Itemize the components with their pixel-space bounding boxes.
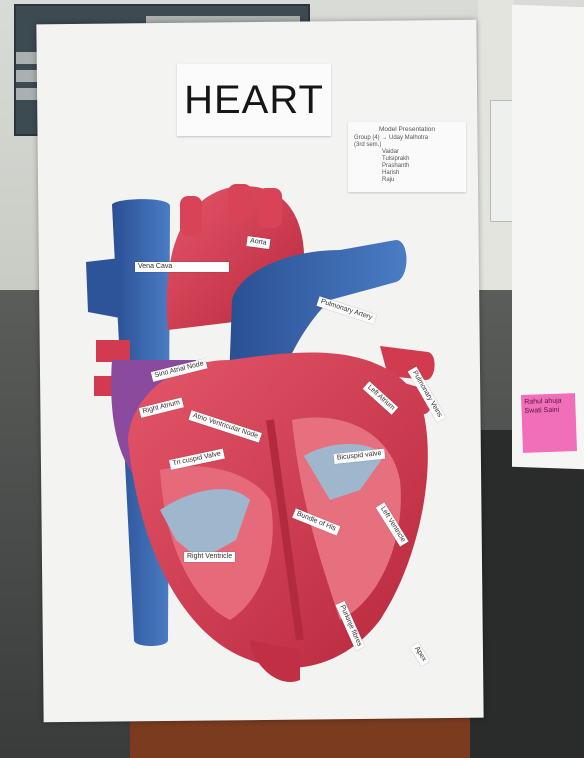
info-member: Vaidar	[354, 149, 460, 156]
info-member: Raju	[354, 177, 460, 184]
info-member: Tulsiprakh	[354, 156, 460, 163]
info-group-line: Group (4) → Uday Malhotra	[354, 135, 460, 142]
info-subtitle: (3rd sem.)	[354, 142, 460, 149]
label-vena-cava: Vena Cava	[135, 262, 229, 272]
title-card: HEART	[177, 64, 331, 136]
group-info-card: Model Presentation Group (4) → Uday Malh…	[348, 122, 466, 192]
label-right-ventricle: Right Ventricle	[184, 552, 235, 562]
info-member: Harish	[354, 170, 460, 177]
poster-title: HEART	[184, 78, 324, 123]
info-heading: Model Presentation	[354, 126, 460, 133]
info-member: Prashanth	[354, 163, 460, 170]
vena-cava-branch	[86, 258, 120, 318]
